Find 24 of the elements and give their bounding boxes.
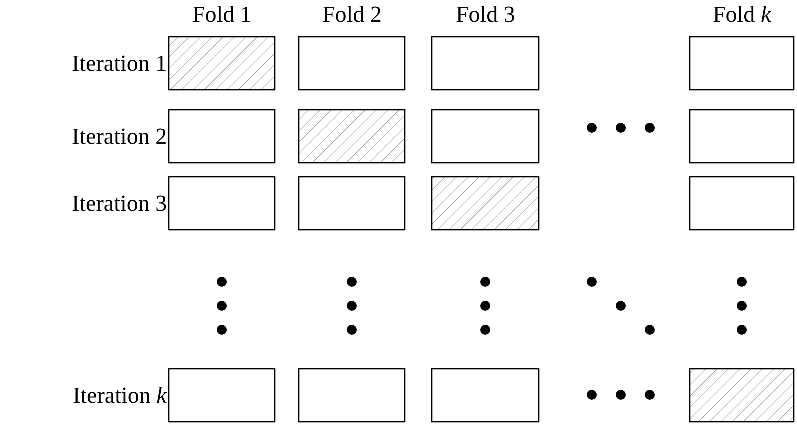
fold-box: [298, 36, 406, 91]
row-label: Iteration 2: [72, 124, 168, 150]
hatched-fold-box: [168, 36, 276, 91]
fold-box: [298, 368, 406, 423]
column-header: Fold 2: [322, 2, 382, 28]
fold-box: [168, 368, 276, 423]
fold-box: [168, 109, 276, 164]
row-label: Iteration k: [73, 382, 167, 408]
column-header: Fold 3: [456, 2, 516, 28]
column-header: Fold 1: [192, 2, 252, 28]
fold-box: [431, 368, 540, 423]
fold-box: [431, 36, 540, 91]
hatched-fold-box: [431, 176, 540, 231]
fold-box: [298, 176, 406, 231]
row-label: Iteration 1: [72, 50, 168, 76]
fold-box: [689, 109, 795, 164]
fold-box: [689, 176, 795, 231]
fold-box: [168, 176, 276, 231]
hatched-fold-box: [689, 368, 795, 423]
row-label: Iteration 3: [72, 190, 168, 216]
fold-box: [689, 36, 795, 91]
hatched-fold-box: [298, 109, 406, 164]
fold-box: [431, 109, 540, 164]
column-header: Fold k: [713, 2, 772, 28]
